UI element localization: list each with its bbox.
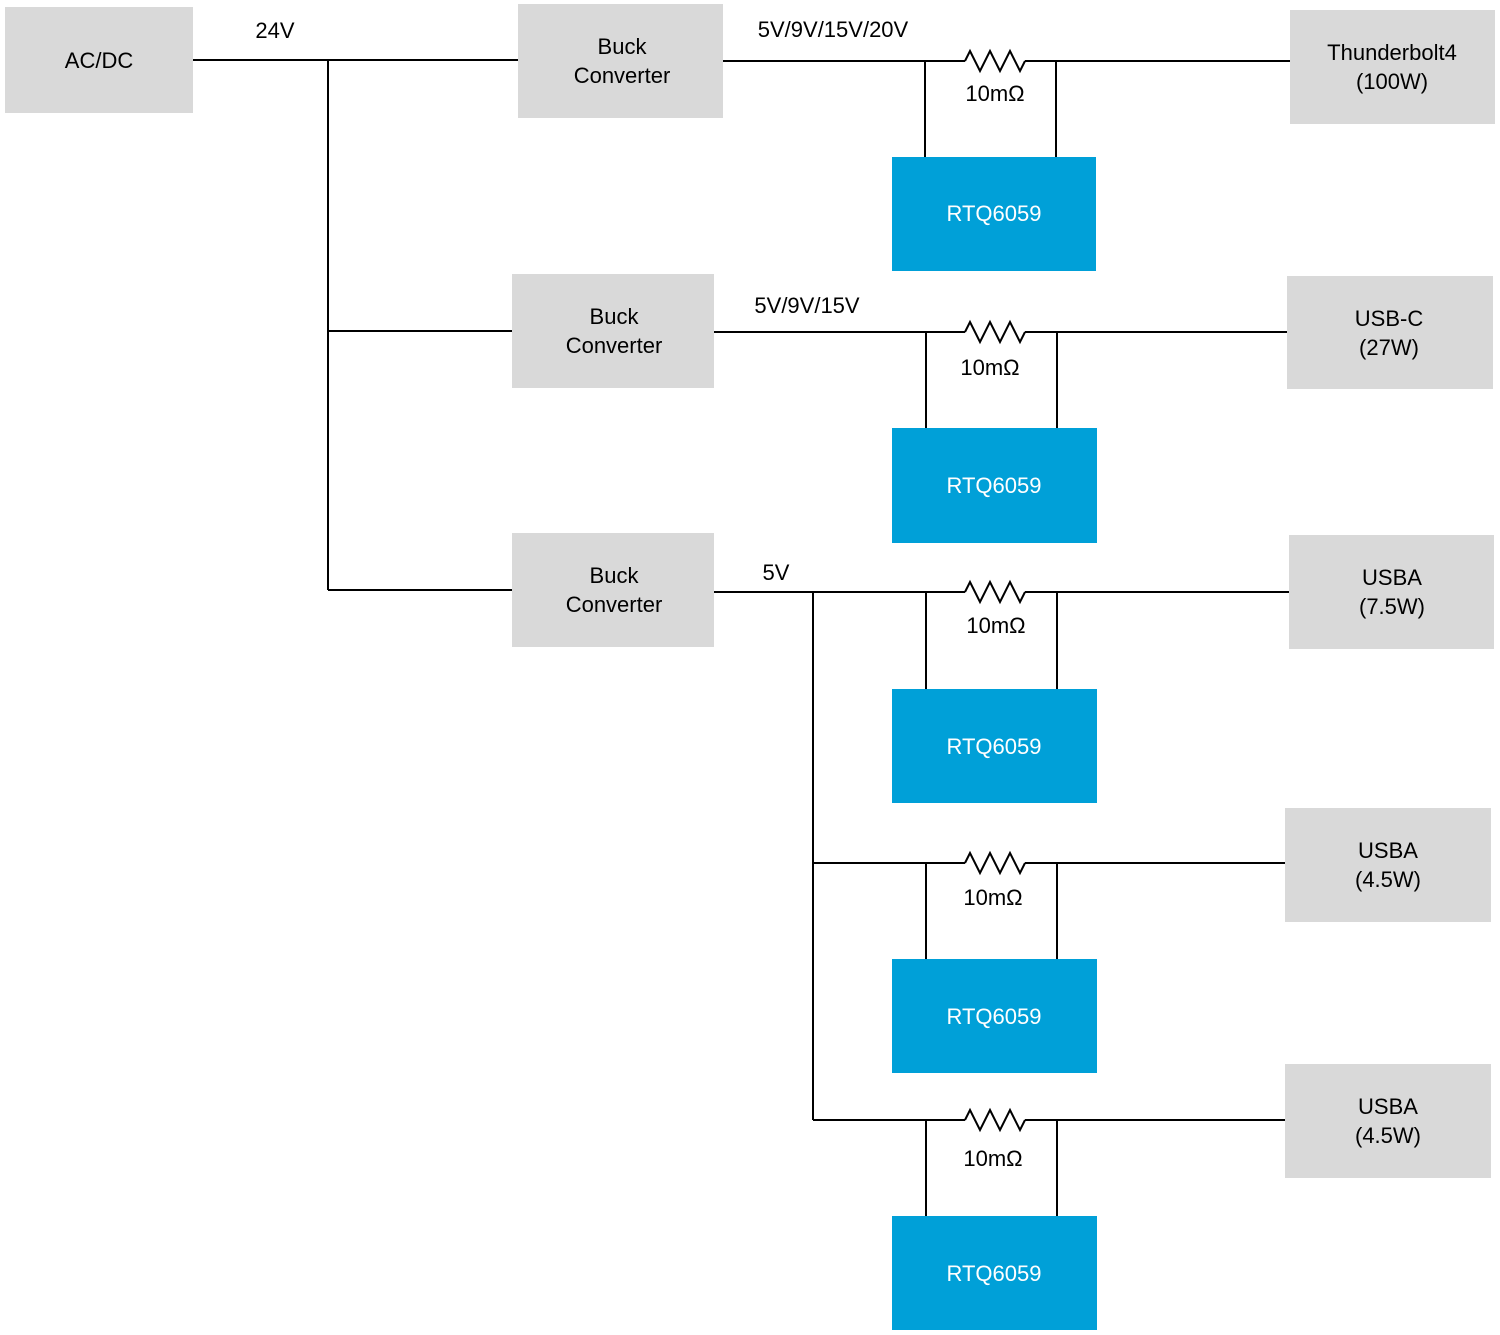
buck-converter-2-output-voltage: 5V/9V/15V: [754, 293, 860, 318]
port-thunderbolt4: Thunderbolt4 (100W): [1290, 10, 1495, 124]
buck-converter-3-label-line1: Buck: [590, 563, 640, 588]
buck-converter-1: Buck Converter: [518, 4, 723, 118]
port-usba-7-5w: USBA (7.5W): [1289, 535, 1494, 649]
branch-usba-4-5w-b-wires: [925, 1107, 1286, 1217]
buck-converter-3-output-voltage: 5V: [763, 560, 790, 585]
sense-resistor-2-label: 10mΩ: [960, 355, 1019, 380]
bus-voltage-label: 24V: [255, 18, 294, 43]
buck-converter-1-output-voltage: 5V/9V/15V/20V: [758, 17, 909, 42]
port-usbc-power: (27W): [1359, 335, 1419, 360]
port-usba-7-5w-name: USBA: [1362, 565, 1422, 590]
port-usbc: USB-C (27W): [1287, 276, 1493, 389]
port-usba-4-5w-b-name: USBA: [1358, 1094, 1418, 1119]
rtq6059-monitor-1: RTQ6059: [892, 157, 1096, 271]
rtq6059-monitor-3-label: RTQ6059: [947, 734, 1042, 759]
rtq6059-monitor-1-label: RTQ6059: [947, 201, 1042, 226]
port-usba-7-5w-power: (7.5W): [1359, 594, 1425, 619]
port-usbc-name: USB-C: [1355, 306, 1424, 331]
rtq6059-monitor-3: RTQ6059: [892, 689, 1097, 803]
branch-usbc-wires: [713, 319, 1287, 429]
acdc-block: AC/DC: [5, 7, 193, 113]
port-usba-4-5w-a-name: USBA: [1358, 838, 1418, 863]
branch-usba-7-5w-wires: [713, 579, 1289, 690]
port-usba-4-5w-a: USBA (4.5W): [1285, 808, 1491, 922]
sense-resistor-3-label: 10mΩ: [966, 613, 1025, 638]
branch-usba-4-5w-a-wires: [925, 850, 1286, 960]
buck-converter-1-label-line2: Converter: [574, 63, 671, 88]
buck-converter-1-label-line1: Buck: [598, 34, 648, 59]
rtq6059-monitor-5-label: RTQ6059: [947, 1261, 1042, 1286]
sense-resistor-1-label: 10mΩ: [965, 81, 1024, 106]
port-thunderbolt4-power: (100W): [1356, 69, 1428, 94]
sense-resistor-5-label: 10mΩ: [963, 1146, 1022, 1171]
rtq6059-monitor-4: RTQ6059: [892, 959, 1097, 1073]
rtq6059-monitor-5: RTQ6059: [892, 1216, 1097, 1330]
buck-converter-3: Buck Converter: [512, 533, 714, 647]
rtq6059-monitor-2-label: RTQ6059: [947, 473, 1042, 498]
bus-24v-wires: [193, 59, 520, 591]
buck-converter-2-label-line2: Converter: [566, 333, 663, 358]
port-thunderbolt4-name: Thunderbolt4: [1327, 40, 1457, 65]
bus-5v-wires: [812, 592, 925, 1121]
sense-resistor-4-label: 10mΩ: [963, 885, 1022, 910]
port-usba-4-5w-b: USBA (4.5W): [1285, 1064, 1491, 1178]
rtq6059-monitor-2: RTQ6059: [892, 428, 1097, 543]
acdc-label: AC/DC: [65, 48, 134, 73]
buck-converter-2-label-line1: Buck: [590, 304, 640, 329]
port-usba-4-5w-a-power: (4.5W): [1355, 867, 1421, 892]
port-usba-4-5w-b-power: (4.5W): [1355, 1123, 1421, 1148]
branch-thunderbolt4-wires: [723, 48, 1291, 158]
buck-converter-2: Buck Converter: [512, 274, 714, 388]
buck-converter-3-label-line2: Converter: [566, 592, 663, 617]
rtq6059-monitor-4-label: RTQ6059: [947, 1004, 1042, 1029]
